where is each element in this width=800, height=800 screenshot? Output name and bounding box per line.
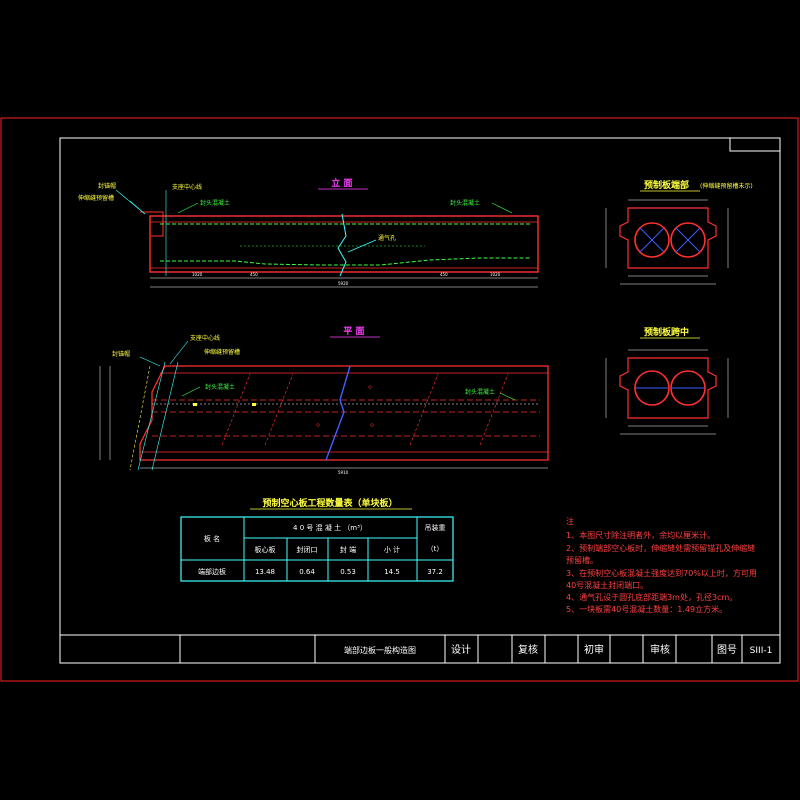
table-cell: 14.5 (384, 568, 400, 576)
seal-cap-label: 封锚帽 (98, 182, 116, 190)
table-cell: 0.53 (340, 568, 356, 576)
note-item: 预留槽。 (566, 555, 598, 565)
tb-figure-no-label: 图号 (717, 644, 737, 656)
tb-figure-no: SIII-1 (750, 646, 773, 656)
plan-end-concrete-right-label: 封头混凝土 (465, 388, 495, 396)
vent-leader (347, 239, 377, 253)
end-section-note: (伸缩缝预留槽未示) (700, 182, 753, 190)
plan-support-label: 支座中心线 (190, 334, 220, 342)
end-section-view: 预制板端部 (伸缩缝预留槽未示) (605, 179, 753, 285)
expansion-label: 伸缩缝预留槽 (78, 194, 114, 202)
end-concrete-right-leader (491, 202, 513, 214)
plan-end-left-leader (181, 386, 201, 397)
table-cell: 0.64 (299, 568, 315, 576)
table-cell: 13.48 (255, 568, 275, 576)
end-hole-left (634, 222, 670, 258)
plan-joint-2 (264, 373, 294, 446)
notes-block: 注 1、本图尺寸除注明者外，余均以厘米计。 2、预制端部空心板时，伸缩缝处需预留… (566, 516, 757, 614)
table-sub-header: 小 计 (384, 545, 400, 554)
plan-marker-1 (193, 403, 197, 406)
expansion-leader (129, 200, 146, 215)
vent-pipe-label: 通气孔 (378, 234, 396, 242)
mid-section-view: 预制板跨中 (605, 326, 729, 435)
dim-overall: 5920 (338, 281, 349, 286)
table-sub-header: 封闭口 (297, 545, 318, 554)
tb-review: 审核 (650, 643, 670, 656)
elevation-title: 立 面 (331, 177, 352, 189)
plan-hole-dot-3 (370, 423, 374, 427)
table-col-name: 板 名 (204, 534, 220, 543)
mid-section-outline (619, 357, 717, 419)
table-sub-header: 板心板 (255, 545, 276, 554)
end-section-outline (619, 207, 717, 269)
drawing-name: 端部边板一般构造图 (344, 645, 416, 655)
table-col-weight-unit: （t） (427, 545, 444, 553)
table-sub-header: 封 端 (340, 545, 356, 554)
note-item: 2、预制端部空心板时，伸缩缝处需预留锚孔及伸缩缝 (566, 543, 755, 553)
dim-right-seg: 1020 (490, 272, 501, 277)
table-group-header: 4 0 号 混 凝 土 （m³） (293, 523, 367, 532)
tb-design: 设计 (451, 643, 471, 656)
end-concrete-left-label: 封头混凝土 (200, 199, 230, 207)
outer-frame (0, 117, 799, 682)
elevation-break-line (337, 213, 347, 277)
plan-skew-left-2 (137, 361, 166, 471)
dim-left-seg: 1020 (192, 272, 203, 277)
note-item: 1、本图尺寸除注明者外，余均以厘米计。 (566, 530, 715, 540)
plan-skew-left-1 (129, 365, 151, 471)
elevation-view: 立 面 通气孔 封锚帽 伸缩缝预留槽 支座中心线 封头混凝土 封头混凝土 102… (78, 177, 539, 288)
title-block: 端部边板一般构造图 设计 复核 初审 审核 图号 SIII-1 (60, 634, 780, 663)
plan-hole-dot-2 (316, 423, 320, 427)
inner-frame (59, 137, 781, 664)
note-item: 5、一块板需40号混凝土数量：1.49立方米。 (566, 604, 727, 614)
dim-mid-right: 450 (440, 272, 448, 277)
corner-box (729, 137, 781, 152)
table-row-name: 端部边板 (198, 567, 226, 576)
end-hole-left-hatch-2 (639, 227, 665, 253)
end-concrete-left-leader (177, 202, 199, 214)
plan-skew-left-3 (151, 361, 179, 471)
tb-check: 复核 (518, 643, 538, 656)
elevation-beam-outline (149, 215, 539, 273)
plan-view: 平 面 封锚帽 支座中心线 伸缩缝预留槽 封头混凝土 封头混凝土 (99, 326, 549, 475)
mid-hole-right (670, 370, 706, 406)
table-cell: 37.2 (427, 568, 443, 576)
end-hole-right-hatch-2 (675, 227, 701, 253)
plan-seal-cap-leader (139, 356, 161, 367)
dim-mid-left: 450 (250, 272, 258, 277)
tb-first-review: 初审 (584, 643, 604, 656)
note-item: 4、通气孔设于圆孔底部距端3m处，孔径3cm。 (566, 592, 737, 602)
plan-end-right-leader (499, 392, 516, 401)
plan-support-leader (169, 340, 189, 365)
mid-hole-left (634, 370, 670, 406)
support-line-label: 支座中心线 (172, 183, 202, 191)
plan-end-concrete-left-label: 封头混凝土 (205, 383, 235, 391)
table-border (180, 516, 454, 582)
note-item: 3、在预制空心板混凝土强度达到70%以上时，方可用 (566, 568, 757, 578)
plan-joint-1 (221, 373, 251, 446)
elevation-left-end (140, 211, 164, 272)
plan-joint-4 (479, 373, 509, 446)
plan-seal-cap-label: 封锚帽 (112, 350, 130, 358)
plan-joint-3 (409, 373, 439, 446)
elevation-bottom-strand (160, 257, 530, 266)
end-concrete-right-label: 封头混凝土 (450, 199, 480, 207)
end-hole-right (670, 222, 706, 258)
notes-heading: 注 (566, 516, 574, 526)
plan-hole-dot-1 (368, 385, 372, 389)
plan-expansion-label: 伸缩缝预留槽 (204, 348, 240, 356)
table-title: 预制空心板工程数量表（单块板） (262, 497, 397, 509)
plan-dim-overall: 5910 (338, 470, 349, 475)
plan-marker-2 (252, 403, 256, 406)
quantity-table: 预制空心板工程数量表（单块板） 板 名 4 0 号 混 凝 土 （m³） 吊装重… (180, 497, 454, 582)
plan-break-line (325, 365, 351, 461)
table-col-weight: 吊装重 (425, 523, 446, 532)
note-item: 40号混凝土封闭端口。 (566, 580, 648, 590)
mid-section-title: 预制板跨中 (644, 326, 689, 338)
plan-title: 平 面 (343, 326, 364, 337)
end-section-title: 预制板端部 (644, 179, 689, 191)
